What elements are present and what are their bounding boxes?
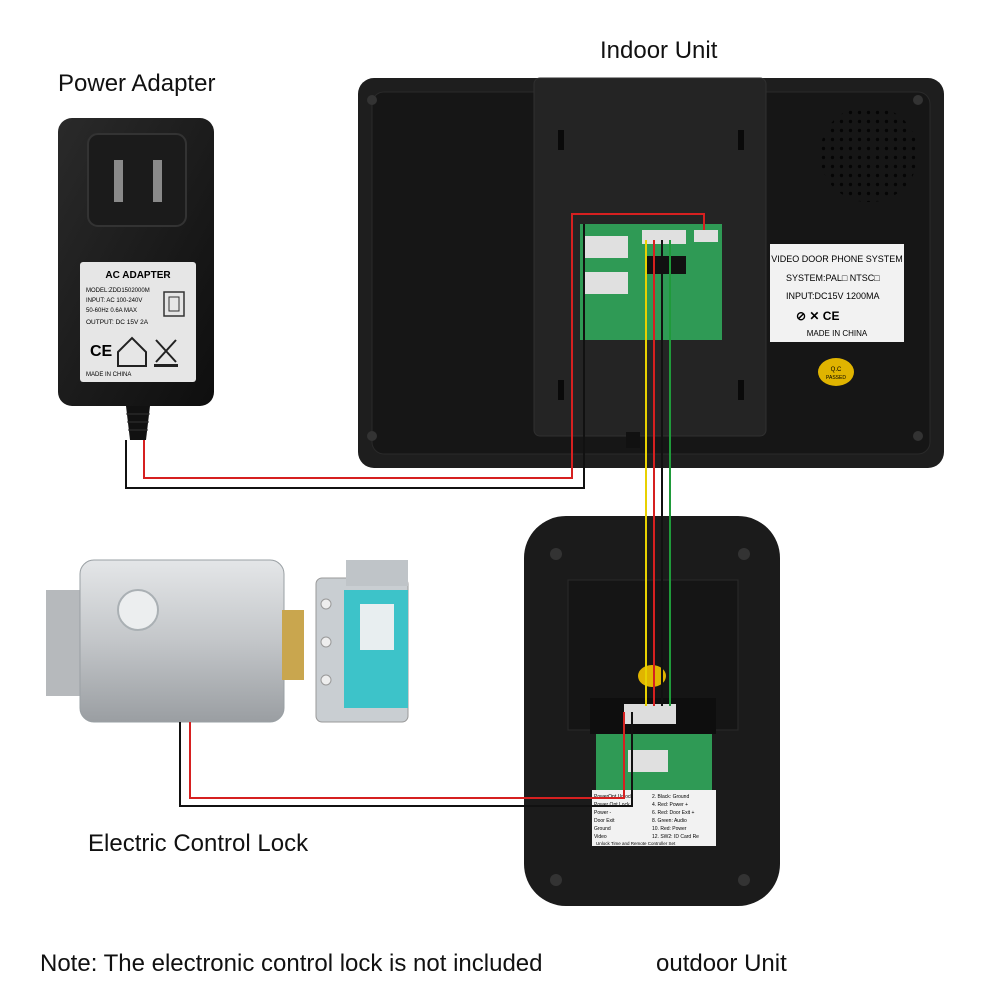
terminal-table	[592, 790, 716, 846]
indoor-sticker-made: MADE IN CHINA	[807, 329, 868, 338]
terminal-left-4: Ground	[594, 826, 611, 832]
power-adapter-label: Power Adapter	[58, 70, 216, 97]
indoor-sticker-system: SYSTEM:PAL□ NTSC□	[786, 273, 880, 283]
qc-seal-line2: PASSED	[826, 375, 846, 381]
terminal-left-2: Power -	[594, 810, 612, 816]
adapter-input: INPUT: AC 100-240V	[86, 298, 142, 304]
indoor-unit: VIDEO DOOR PHONE SYSTEM SYSTEM:PAL□ NTSC…	[358, 77, 944, 468]
indoor-sticker-title: VIDEO DOOR PHONE SYSTEM	[771, 254, 903, 264]
terminal-table-footer: Unlock Time and Remote Controller Set	[596, 841, 676, 846]
terminal-left-5: Video	[594, 834, 607, 840]
terminal-table-right: 2. Black: Ground 4. Red: Power + 6. Red:…	[652, 794, 699, 840]
lock-cylinder-icon	[117, 589, 159, 631]
wire-black-power	[125, 224, 585, 489]
adapter-made: MADE IN CHINA	[86, 372, 131, 378]
terminal-right-0: 2. Black: Ground	[652, 794, 689, 800]
house-icon	[117, 336, 147, 367]
wire-red-power	[143, 213, 705, 479]
weee-bin-icon	[155, 339, 177, 363]
electric-control-lock-label: Electric Control Lock	[88, 830, 309, 857]
indoor-unit-label: Indoor Unit	[600, 37, 718, 64]
power-adapter: AC ADAPTER MODEL:ZDD1502000M INPUT: AC 1…	[58, 118, 214, 440]
terminal-left-3: Door Exit	[594, 818, 615, 824]
speaker-grill-icon	[820, 106, 918, 202]
electric-control-lock	[46, 559, 409, 723]
indoor-sticker-input: INPUT:DC15V 1200MA	[786, 291, 880, 301]
outdoor-unit: PowerOpt Unlock Power Opt Lock Power - D…	[524, 516, 780, 906]
terminal-right-5: 12. SW2: ID Card Re	[652, 834, 699, 840]
terminal-right-2: 6. Red: Door Exit +	[652, 810, 694, 816]
note-text: Note: The electronic control lock is not…	[40, 950, 543, 977]
adapter-model: MODEL:ZDD1502000M	[86, 288, 150, 294]
qc-passed-seal-icon	[818, 358, 854, 386]
adapter-output: OUTPUT: DC 15V 2A	[86, 319, 149, 326]
double-insulation-icon	[163, 291, 185, 317]
wire-red-lock	[189, 712, 625, 799]
adapter-freq: 50-60Hz 0.6A MAX	[86, 308, 137, 314]
wires	[125, 213, 705, 807]
terminal-right-3: 8. Green: Audio	[652, 818, 687, 824]
qc-seal-line1: Q.C	[831, 367, 842, 373]
terminal-right-4: 10. Red: Power	[652, 826, 687, 832]
certification-icons: ⊘ ✕ CE	[796, 309, 839, 323]
outdoor-unit-label: outdoor Unit	[656, 950, 787, 977]
indoor-spec-sticker	[770, 244, 904, 342]
terminal-right-1: 4. Red: Power +	[652, 802, 688, 808]
adapter-title: AC ADAPTER	[105, 270, 171, 281]
ce-mark-icon: CE	[90, 343, 113, 360]
wire-black-lock	[179, 712, 633, 807]
plug-icon	[87, 133, 187, 227]
